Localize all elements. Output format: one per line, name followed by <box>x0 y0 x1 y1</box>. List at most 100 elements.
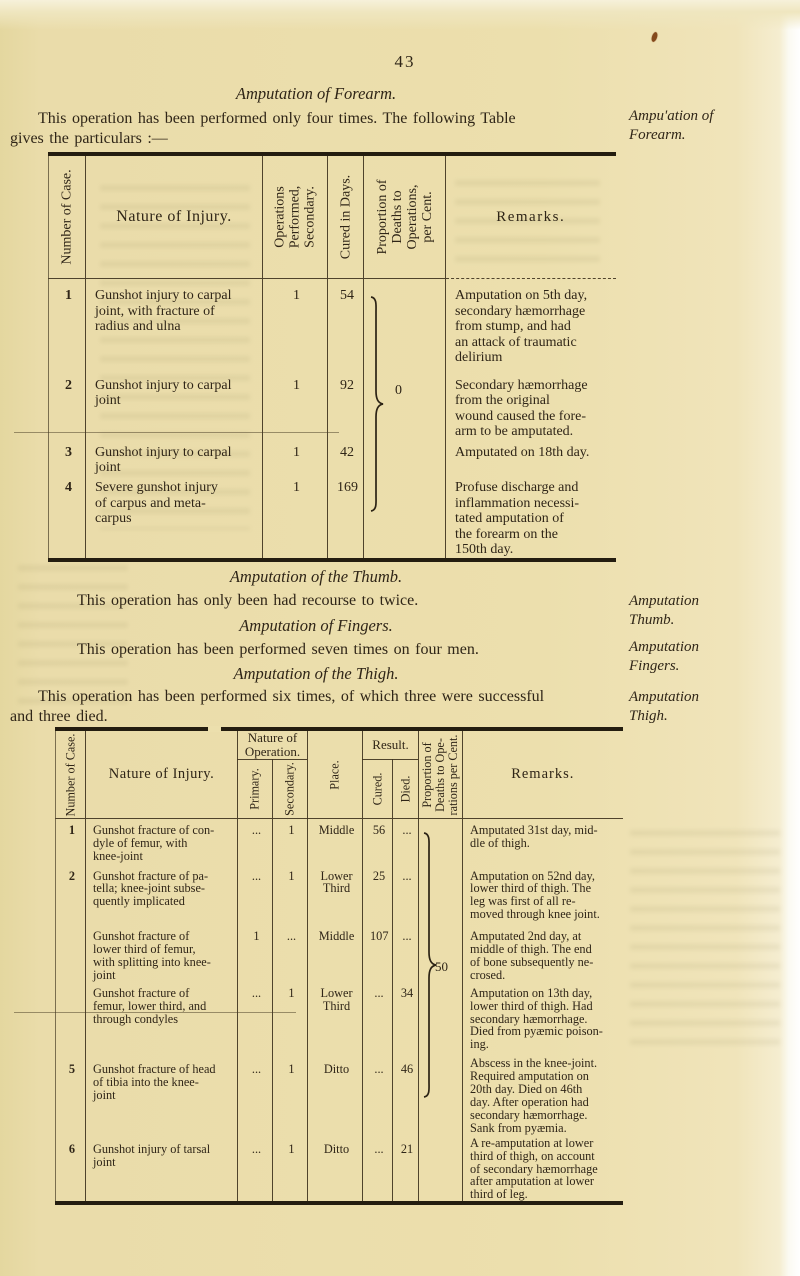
cell-primary: ... <box>237 864 273 922</box>
cell-case-number: 4 <box>65 480 72 496</box>
cell-case-number <box>56 921 86 982</box>
margin-note-thigh: Amputation Thigh. <box>629 689 699 724</box>
column-header-remarks: Remarks. <box>462 729 623 819</box>
section-heading-forearm: Amputation of Forearm. <box>235 84 397 103</box>
cell-remarks: Amputation on 5th day, secondary hæmorrh… <box>445 278 616 369</box>
table-row: 2 Gunshot fracture of pa- tella; knee-jo… <box>56 864 623 922</box>
cell-cured-days: 169 <box>327 476 364 561</box>
cell-nature-of-injury: Gunshot injury to carpal joint, with fra… <box>85 278 263 369</box>
cell-died: ... <box>392 818 419 865</box>
thigh-paragraph: This operation has been performed six ti… <box>10 688 545 725</box>
section-heading-thigh: Amputation of the Thigh. <box>233 664 399 683</box>
column-header-number-of-case: Number of Case. <box>55 729 86 819</box>
cell-cured-days: 54 <box>327 278 364 369</box>
table-row: 2 Gunshot injury to carpal joint 1 92 Se… <box>49 368 616 440</box>
cell-remarks: Abscess in the knee-joint. Required ampu… <box>462 1051 623 1135</box>
cell-secondary: 1 <box>271 864 308 922</box>
cell-cured: 56 <box>362 818 393 865</box>
section-heading-thumb: Amputation of the Thumb. <box>229 567 403 586</box>
cell-operations: 1 <box>262 278 328 369</box>
cell-secondary: 1 <box>271 1134 308 1204</box>
cell-place: Lower Third <box>307 864 363 922</box>
table-row: Gunshot fracture of femur, lower third, … <box>56 981 623 1052</box>
cell-secondary: 1 <box>271 1051 308 1135</box>
cell-secondary: 1 <box>271 981 308 1052</box>
cell-primary: ... <box>237 818 273 865</box>
cell-remarks: Profuse discharge and inflammation neces… <box>445 476 616 561</box>
forearm-table-header-row: Number of Case. Nature of Injury. Operat… <box>48 154 616 279</box>
fingers-paragraph: This operation has been performed seven … <box>77 641 479 658</box>
cell-case-number: 6 <box>68 1141 76 1156</box>
column-header-cured-in-days: Cured in Days. <box>327 154 364 279</box>
cell-primary: 1 <box>237 921 273 982</box>
cell-nature-of-injury: Gunshot fracture of head of tibia into t… <box>85 1051 238 1135</box>
section-heading-fingers: Amputation of Fingers. <box>239 616 393 635</box>
cell-case-number <box>56 982 86 1052</box>
cell-case-number: 2 <box>65 377 72 393</box>
cell-nature-of-injury: Gunshot fracture of lower third of femur… <box>85 921 238 982</box>
column-header-cured: Cured. <box>362 759 393 819</box>
margin-note-forearm: Ampu'ation of Forearm. <box>629 108 714 143</box>
cell-primary: ... <box>237 1051 273 1135</box>
table-row: 5 Gunshot fracture of head of tibia into… <box>56 1051 623 1135</box>
cell-remarks: A re-amputation at lower third of thigh,… <box>462 1134 623 1204</box>
cell-place: Lower Third <box>307 981 363 1052</box>
proportion-value: 50 <box>435 959 449 974</box>
cell-case-number: 3 <box>65 444 72 460</box>
cell-remarks: Amputated on 18th day. <box>445 439 616 477</box>
bleed-through-texture <box>630 830 780 1055</box>
cell-case-number: 5 <box>68 1062 76 1077</box>
cell-operations: 1 <box>262 368 328 440</box>
cell-secondary: ... <box>271 921 308 982</box>
scan-artifact-line <box>14 432 339 433</box>
cell-case-number: 1 <box>65 288 72 303</box>
cell-nature-of-injury: Gunshot injury to carpal joint <box>85 368 263 440</box>
group-header-result: Result. <box>362 729 419 760</box>
cell-remarks: Secondary hæmorrhage from the original w… <box>445 368 616 440</box>
cell-cured-days: 42 <box>327 439 364 477</box>
forearm-table: Number of Case. Nature of Injury. Operat… <box>48 152 616 563</box>
cell-proportion-of-deaths: 50 <box>418 818 463 1204</box>
cell-nature-of-injury: Gunshot injury to carpal joint <box>85 439 263 477</box>
cell-died: ... <box>392 921 419 982</box>
cell-nature-of-injury: Gunshot fracture of pa- tella; knee-join… <box>85 864 238 922</box>
cell-primary: ... <box>237 981 273 1052</box>
margin-note-thumb: Amputation Thumb. <box>629 593 699 628</box>
table-row: 1 Gunshot injury to carpal joint, with f… <box>49 278 616 561</box>
cell-primary: ... <box>237 1134 273 1204</box>
cell-cured-days: 92 <box>327 368 364 440</box>
cell-case-number: 2 <box>68 868 76 883</box>
column-header-proportion-of-deaths: Proportion of Deaths to Ope- rations per… <box>418 729 463 819</box>
cell-nature-of-injury: Gunshot injury of tarsal joint <box>85 1134 238 1204</box>
proportion-value: 0 <box>395 383 402 398</box>
cell-remarks: Amputation on 52nd day, lower third of t… <box>462 864 623 922</box>
table-row: 6 Gunshot injury of tarsal joint ... 1 D… <box>56 1134 623 1204</box>
page-number: 43 <box>394 52 416 71</box>
table-row: 3 Gunshot injury to carpal joint 1 42 Am… <box>49 439 616 477</box>
cell-cured: 107 <box>362 921 393 982</box>
column-header-nature-of-injury: Nature of Injury. <box>85 729 238 819</box>
cell-place: Ditto <box>307 1051 363 1135</box>
forearm-paragraph: This operation has been performed only f… <box>10 110 516 147</box>
column-header-place: Place. <box>307 729 363 819</box>
cell-operations: 1 <box>262 439 328 477</box>
cell-operations: 1 <box>262 476 328 561</box>
table-row: 4 Severe gunshot injury of carpus and me… <box>49 476 616 561</box>
paper-stain <box>650 31 659 43</box>
thumb-paragraph: This operation has only been had recours… <box>77 592 419 609</box>
grouping-brace <box>370 296 384 512</box>
cell-place: Middle <box>307 818 363 865</box>
cell-died: 34 <box>392 981 419 1052</box>
cell-cured: ... <box>362 1134 393 1204</box>
cell-nature-of-injury: Severe gunshot injury of carpus and meta… <box>85 476 263 561</box>
cell-secondary: 1 <box>271 818 308 865</box>
group-header-nature-of-operation: Nature of Operation. <box>236 729 308 760</box>
cell-died: ... <box>392 864 419 922</box>
margin-note-fingers: Amputation Fingers. <box>629 639 699 674</box>
table-row: 1 Gunshot fracture of con- dyle of femur… <box>56 818 623 1204</box>
cell-remarks: Amputated 2nd day, at middle of thigh. T… <box>462 921 623 982</box>
cell-proportion-of-deaths: 0 <box>363 278 446 561</box>
column-header-primary: Primary. <box>237 759 273 819</box>
cell-nature-of-injury: Gunshot fracture of con- dyle of femur, … <box>85 818 238 865</box>
